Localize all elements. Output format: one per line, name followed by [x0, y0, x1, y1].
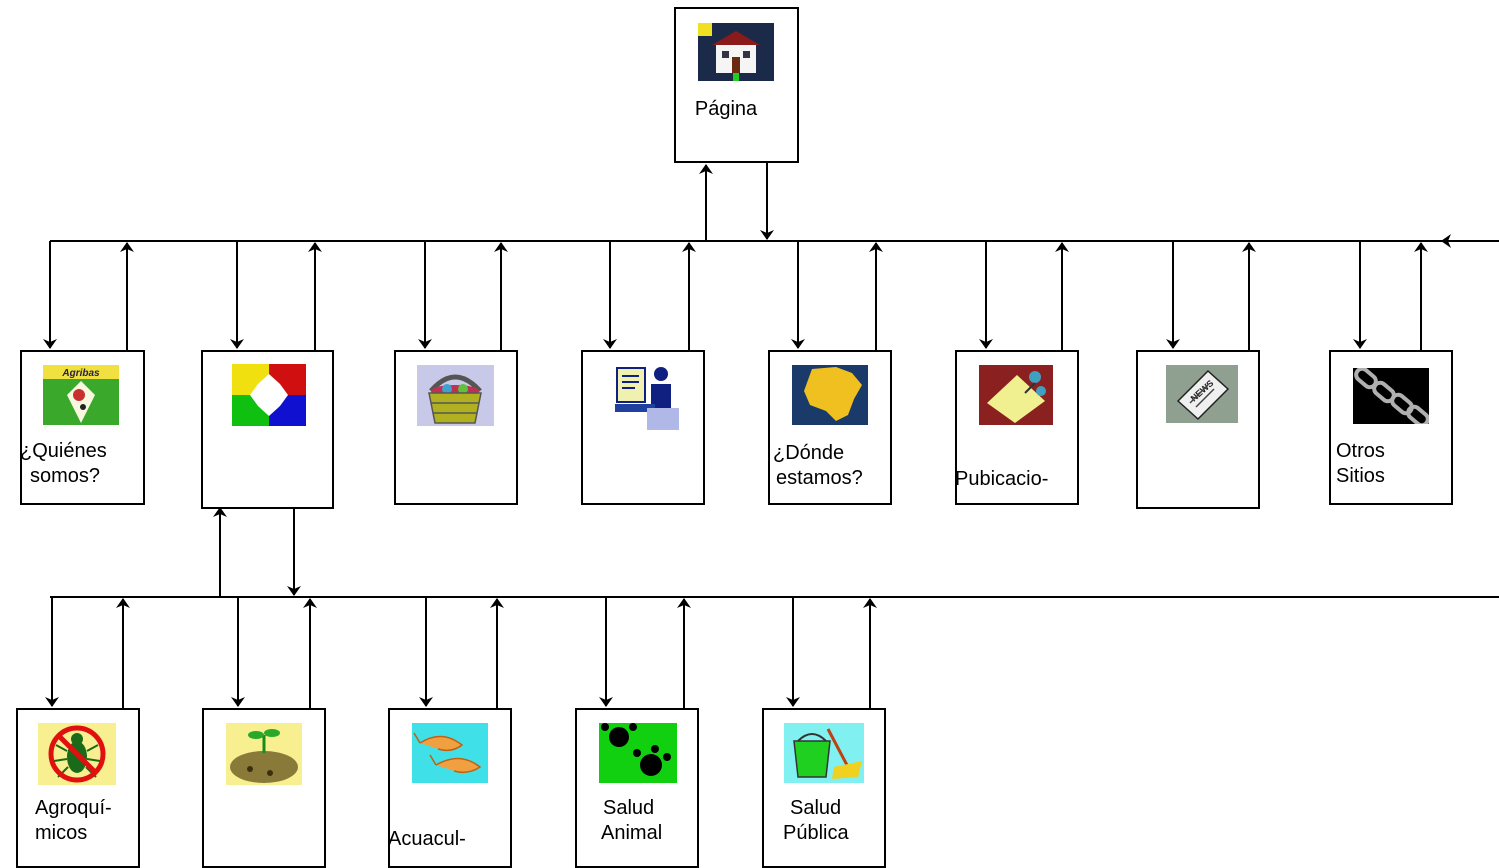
bucket-mop-icon — [784, 723, 864, 783]
node-publicaciones-label-1: Pubicacio- — [955, 468, 1049, 490]
house-icon — [698, 23, 774, 81]
node-otros[interactable]: Otros Sitios — [1329, 350, 1453, 505]
shrimp-icon — [412, 723, 488, 783]
node-salud-publica-label-2: Pública — [783, 822, 849, 844]
note-pin-icon — [979, 365, 1053, 425]
node-areas[interactable] — [201, 350, 334, 509]
node-salud-publica-label-1: Salud — [790, 797, 842, 819]
node-noticias[interactable]: NEWS — [1136, 350, 1260, 509]
newspaper-icon: NEWS — [1166, 365, 1238, 423]
node-publicaciones[interactable]: Pubicacio- — [955, 350, 1079, 505]
potato-sprout-icon — [226, 723, 302, 785]
node-acuacultura-label-1: Acuacul- — [388, 828, 466, 850]
node-agroquimicos[interactable]: Agroquí- micos — [16, 708, 140, 868]
map-icon — [792, 365, 868, 425]
no-bug-icon — [38, 723, 116, 785]
node-agricola[interactable] — [202, 708, 326, 868]
node-servicios[interactable] — [581, 350, 705, 505]
node-salud-animal[interactable]: Salud Animal — [575, 708, 699, 868]
node-donde-label-2: estamos? — [776, 467, 863, 489]
node-quienes-label-2: somos? — [30, 465, 101, 487]
node-otros-label-1: Otros — [1336, 440, 1385, 462]
node-donde[interactable]: ¿Dónde estamos? — [768, 350, 892, 505]
node-agroquimicos-label-1: Agroquí- — [35, 797, 112, 819]
node-donde-label-1: ¿Dónde — [773, 442, 845, 464]
node-otros-label-2: Sitios — [1336, 465, 1385, 487]
node-acuacultura[interactable]: Acuacul- — [388, 708, 512, 868]
node-quienes[interactable]: Agribas ¿Quiénes somos? — [20, 350, 145, 505]
node-agroquimicos-label-2: micos — [35, 822, 88, 844]
node-salud-animal-label-1: Salud — [603, 797, 655, 819]
node-salud-publica[interactable]: Salud Pública — [762, 708, 886, 868]
puzzle-icon — [232, 364, 306, 426]
node-home-label: Página — [694, 98, 758, 120]
node-productos[interactable] — [394, 350, 518, 505]
svg-text:Agribas: Agribas — [61, 368, 100, 379]
node-quienes-label-1: ¿Quiénes — [20, 440, 107, 462]
node-salud-animal-label-2: Animal — [601, 822, 663, 844]
basket-icon — [417, 365, 494, 426]
computer-user-icon — [613, 364, 679, 430]
chain-link-icon — [1353, 368, 1429, 424]
logo-icon: Agribas — [43, 365, 119, 425]
paw-prints-icon — [599, 723, 677, 783]
node-home[interactable]: Página — [674, 7, 799, 163]
